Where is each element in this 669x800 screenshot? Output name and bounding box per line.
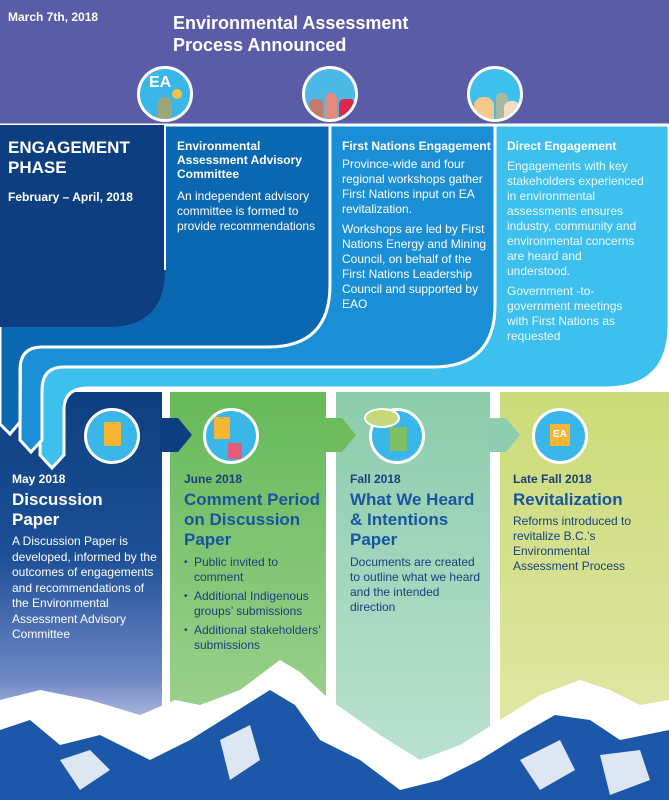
connector-arrow: [324, 418, 356, 452]
engagement-phase-heading: ENGAGEMENT PHASE: [8, 138, 130, 178]
first-nations-group-icon: [302, 66, 358, 122]
section-body: Workshops are led by First Nations Energ…: [342, 222, 487, 311]
timeline-item-what-we-heard: Fall 2018 What We Heard & Intentions Pap…: [350, 472, 488, 615]
timeline-date: Fall 2018: [350, 472, 401, 486]
timeline-body: Documents are created to outline what we…: [350, 555, 481, 614]
mountain-illustration: [0, 660, 669, 800]
timeline-body: Reforms introduced to revitalize B.C.’s …: [513, 514, 632, 573]
section-heading: Environmental Assessment Advisory Commit…: [177, 139, 302, 181]
heading-line: ENGAGEMENT: [8, 138, 130, 157]
engagement-phase-dates: February – April, 2018: [8, 190, 133, 204]
section-heading: Direct Engagement: [507, 139, 617, 153]
comment-document-icon: [203, 408, 259, 464]
timeline-body: A Discussion Paper is developed, informe…: [12, 534, 157, 641]
timeline-title: Comment Period on Discussion Paper: [184, 490, 321, 549]
timeline-item-revitalization: Late Fall 2018 Revitalization Reforms in…: [513, 472, 633, 574]
timeline-date: May 2018: [12, 472, 66, 486]
timeline-item-discussion-paper: May 2018 Discussion Paper A Discussion P…: [12, 472, 157, 643]
section-body: An independent advisory committee is for…: [177, 189, 316, 233]
timeline-bullet: Public invited to comment: [184, 555, 324, 585]
title-line: Environmental Assessment: [173, 13, 409, 33]
ea-advisory-icon: EA: [137, 66, 193, 122]
section-heading: First Nations Engagement: [342, 139, 491, 153]
section-body: Government -to-government meetings with …: [507, 284, 623, 343]
timeline-title: Revitalization: [513, 490, 623, 509]
ea-badge-icon: EA: [532, 408, 588, 464]
timeline-bullet: Additional stakeholders’ submissions: [184, 623, 324, 653]
connector-arrow: [488, 418, 520, 452]
speech-bubble-icon: [364, 408, 400, 428]
document-icon: [84, 408, 140, 464]
first-nations-section: First Nations Engagement Province-wide a…: [342, 139, 492, 317]
direct-engagement-section: Direct Engagement Engagements with key s…: [507, 139, 647, 349]
section-body: Province-wide and four regional workshop…: [342, 157, 483, 216]
advisory-committee-section: Environmental Assessment Advisory Commit…: [177, 139, 327, 234]
announcement-date: March 7th, 2018: [8, 10, 99, 24]
timeline-item-comment-period: June 2018 Comment Period on Discussion P…: [184, 472, 324, 657]
flow-band-engagement-phase: [0, 125, 165, 327]
timeline-bullet: Additional Indigenous groups’ submission…: [184, 589, 324, 619]
connector-arrow: [160, 418, 192, 452]
heading-line: PHASE: [8, 158, 67, 177]
timeline-title: What We Heard & Intentions Paper: [350, 490, 475, 549]
title-line: Process Announced: [173, 35, 347, 55]
announcement-title: Environmental Assessment Process Announc…: [173, 12, 408, 56]
section-body: Engagements with key stakeholders experi…: [507, 159, 644, 278]
timeline-date: June 2018: [184, 472, 243, 486]
people-group-icon: [467, 66, 523, 122]
timeline-title: Discussion Paper: [12, 490, 103, 529]
timeline-date: Late Fall 2018: [513, 472, 592, 486]
